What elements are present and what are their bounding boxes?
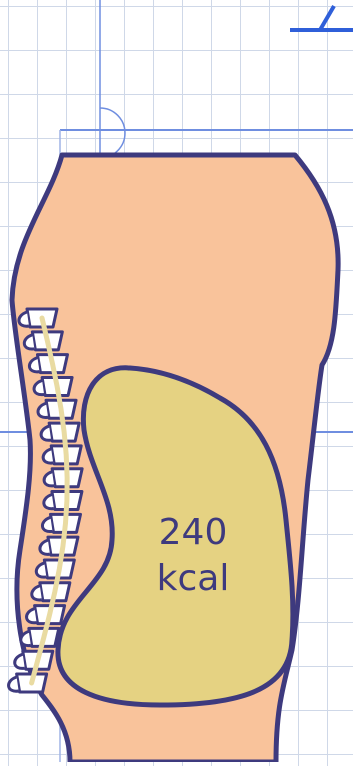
energy-label: 240 kcal xyxy=(128,510,258,602)
energy-unit: kcal xyxy=(128,556,258,602)
energy-value: 240 xyxy=(128,510,258,556)
corner-mark-icon xyxy=(290,6,353,30)
cross-hair-icon xyxy=(100,108,125,158)
